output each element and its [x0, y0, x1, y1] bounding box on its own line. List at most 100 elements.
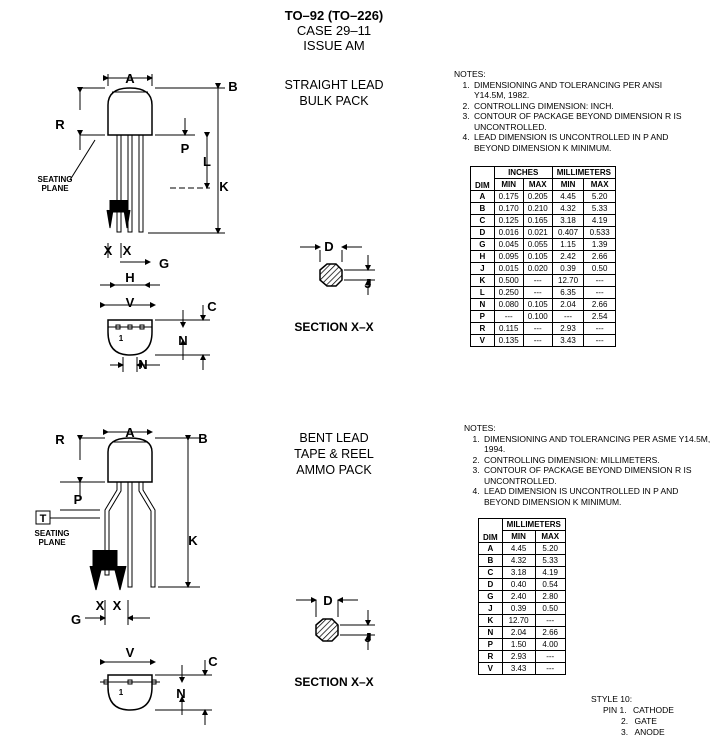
- group-header: MILLIMETERS: [551, 166, 616, 179]
- dim-cell: G: [470, 238, 495, 251]
- value-cell: 0.170: [493, 202, 524, 215]
- dim-cell: C: [470, 214, 495, 227]
- value-cell: ---: [522, 334, 553, 347]
- dim-label-d: D: [324, 239, 333, 254]
- dim-cell: J: [470, 262, 495, 275]
- value-cell: ---: [583, 286, 616, 299]
- pin-function: ANODE: [634, 727, 665, 737]
- pack-line: BULK PACK: [299, 94, 369, 108]
- col-header: DIM: [478, 518, 503, 543]
- pin-number: 2.: [621, 716, 629, 726]
- dim-label-g: G: [71, 612, 81, 627]
- value-cell: 2.93: [501, 650, 536, 663]
- pin1-label: 1: [119, 334, 124, 343]
- value-cell: 2.66: [583, 298, 616, 311]
- value-cell: 12.70: [501, 614, 536, 627]
- section-title: SECTION X–X: [294, 675, 373, 689]
- dim-label-h: H: [125, 270, 134, 285]
- value-cell: ---: [534, 614, 566, 627]
- note: LEAD DIMENSION IS UNCONTROLLED IN P AND …: [472, 132, 694, 153]
- col-header: MAX: [583, 178, 616, 191]
- value-cell: 0.210: [522, 202, 553, 215]
- dim-cell: P: [478, 638, 503, 651]
- dim-cell: K: [470, 274, 495, 287]
- dim-label-a: A: [125, 71, 135, 86]
- dim-cell: K: [478, 614, 503, 627]
- pin1-label: 1: [119, 688, 124, 697]
- section-marker-x: X: [96, 598, 105, 613]
- value-cell: 0.100: [522, 310, 553, 323]
- top-side-view: [69, 74, 225, 288]
- value-cell: ---: [534, 662, 566, 675]
- seating-plane-label: PLANE: [38, 538, 66, 547]
- seating-plane-label: SEATING: [38, 175, 73, 184]
- pin-number: PIN 1.: [603, 705, 627, 715]
- dim-label-a: A: [125, 425, 135, 440]
- section-title: SECTION X–X: [294, 320, 373, 334]
- dim-label-p: P: [74, 492, 83, 507]
- dim-cell: G: [478, 590, 503, 603]
- col-header: MIN: [501, 530, 536, 543]
- value-cell: 0.125: [493, 214, 524, 227]
- package-header: TO–92 (TO–226) CASE 29–11 ISSUE AM: [0, 8, 668, 53]
- value-cell: 2.66: [534, 626, 566, 639]
- value-cell: 0.135: [493, 334, 524, 347]
- value-cell: 1.50: [501, 638, 536, 651]
- value-cell: 0.40: [501, 578, 536, 591]
- value-cell: 2.42: [551, 250, 585, 263]
- style-title: STYLE 10:: [591, 694, 633, 704]
- top-notes: NOTES: DIMENSIONING AND TOLERANCING PER …: [454, 69, 694, 153]
- value-cell: ---: [583, 274, 616, 287]
- bottom-side-view: [50, 429, 200, 625]
- value-cell: 0.205: [522, 190, 553, 203]
- note: CONTROLLING DIMENSION: INCH.: [472, 101, 694, 112]
- dim-label-l: L: [203, 154, 211, 169]
- value-cell: ---: [551, 310, 585, 323]
- dim-cell: A: [470, 190, 495, 203]
- pack-line: AMMO PACK: [296, 463, 372, 477]
- value-cell: 0.016: [493, 226, 524, 239]
- section-marker-x: X: [113, 598, 122, 613]
- dim-label-b: B: [198, 431, 207, 446]
- dim-label-k: K: [219, 179, 229, 194]
- value-cell: 0.115: [493, 322, 524, 335]
- dim-label-n: N: [138, 357, 147, 372]
- value-cell: 5.33: [583, 202, 616, 215]
- dim-label-c: C: [208, 654, 218, 669]
- dim-cell: A: [478, 542, 503, 555]
- note: CONTOUR OF PACKAGE BEYOND DIMENSION R IS…: [472, 111, 694, 132]
- value-cell: 3.43: [551, 334, 585, 347]
- pin-number: 3.: [621, 727, 629, 737]
- value-cell: 0.021: [522, 226, 553, 239]
- value-cell: 0.533: [583, 226, 616, 239]
- seating-plane-label: SEATING: [35, 529, 70, 538]
- section-marker-x: X: [123, 243, 132, 258]
- value-cell: 0.50: [534, 602, 566, 615]
- value-cell: 0.045: [493, 238, 524, 251]
- package-title: TO–92 (TO–226): [284, 8, 384, 23]
- value-cell: 0.105: [522, 250, 553, 263]
- value-cell: 3.18: [501, 566, 536, 579]
- dim-cell: R: [478, 650, 503, 663]
- pack-line: TAPE & REEL: [294, 447, 374, 461]
- dim-label-g: G: [159, 256, 169, 271]
- value-cell: ---: [493, 310, 524, 323]
- dim-cell: B: [470, 202, 495, 215]
- col-header: MIN: [493, 178, 524, 191]
